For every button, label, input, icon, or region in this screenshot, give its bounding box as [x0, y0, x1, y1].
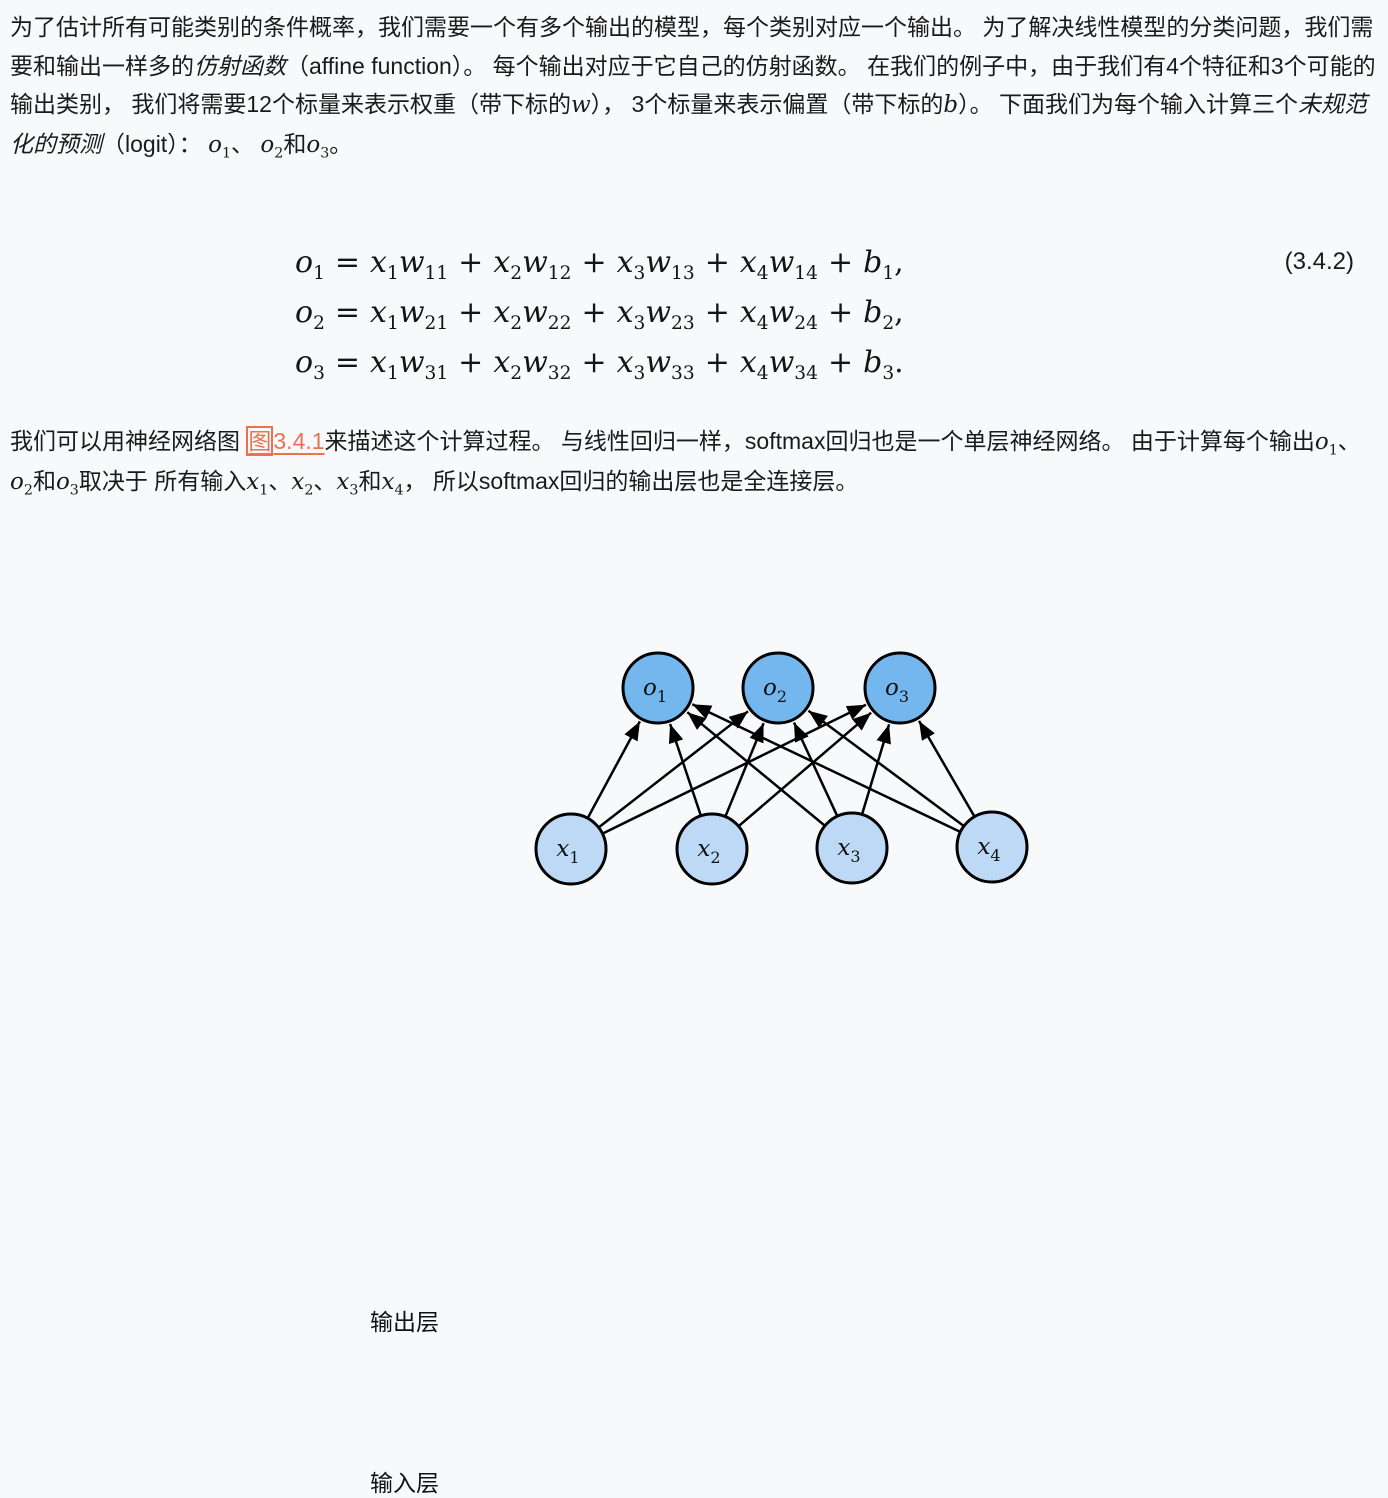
equation-block-3-4-2: o1=x1w11+x2w12+x3w13+x4w14+b1, o2=x1w21+… [10, 238, 1376, 388]
inline-math: x4 [381, 468, 404, 499]
equation-row-o3: o3=x1w31+x2w32+x3w33+x4w34+b3. [295, 345, 904, 384]
inline-math: o1 [1314, 429, 1338, 459]
equation-row-o1: o1=x1w11+x2w12+x3w13+x4w14+b1, [295, 245, 904, 284]
edge-x1-o2 [598, 710, 749, 828]
inline-math: x2 [291, 468, 314, 499]
paragraph-network-description: 我们可以用神经网络图 图3.4.1来描述这个计算过程。 与线性回归一样，soft… [10, 422, 1376, 501]
edge-x3-o1 [686, 711, 825, 827]
node-o3 [863, 651, 937, 725]
edge-x1-o1 [587, 720, 641, 818]
edge-x4-o3 [917, 720, 976, 817]
output-layer-label: 输出层 [370, 1309, 439, 1335]
math-operator: + [581, 295, 607, 330]
edge-x2-o3 [738, 711, 872, 827]
math-operator: + [827, 245, 854, 280]
inline-math: o2 [260, 131, 284, 162]
edge-x3-o2 [792, 721, 839, 816]
math-operator: + [458, 295, 484, 330]
math-operator: = [334, 345, 361, 380]
node-x1 [534, 812, 608, 886]
figure-link-3-4-1[interactable]: 图3.4.1 [248, 428, 325, 454]
edge-x4-o1 [691, 703, 961, 833]
inline-math: o2 [10, 468, 33, 499]
node-x2 [675, 812, 749, 886]
inline-math: o1 [208, 131, 232, 162]
node-o2 [741, 651, 815, 725]
inline-math: o3 [306, 131, 330, 162]
edge-x4-o2 [807, 709, 964, 827]
math-operator: + [704, 245, 730, 280]
node-o1 [621, 651, 695, 725]
node-x3 [815, 811, 889, 885]
inline-math: w [570, 92, 591, 118]
edge-x2-o2 [724, 722, 765, 817]
math-operator: = [334, 295, 361, 330]
math-operator: + [458, 345, 484, 380]
edge-x2-o1 [668, 723, 702, 816]
edge-x3-o3 [861, 724, 891, 814]
italic-term: 仿射函数 [194, 52, 286, 79]
math-operator: + [581, 345, 607, 380]
math-operator: + [581, 245, 607, 280]
node-x4 [955, 810, 1029, 884]
math-operator: + [458, 245, 484, 280]
connection-arrows [587, 703, 976, 835]
equation-number: (3.4.2) [1284, 248, 1354, 275]
math-operator: = [334, 245, 361, 280]
inline-math: o3 [55, 468, 79, 499]
math-operator: + [827, 345, 854, 380]
math-operator: + [704, 295, 730, 330]
paragraph-affine-intro: 为了估计所有可能类别的条件概率，我们需要一个有多个输出的模型，每个类别对应一个输… [10, 14, 1376, 162]
input-layer-label: 输入层 [370, 1470, 439, 1496]
math-operator: + [704, 345, 730, 380]
article-content: 为了估计所有可能类别的条件概率，我们需要一个有多个输出的模型，每个类别对应一个输… [0, 0, 1388, 501]
inline-math: x3 [336, 468, 359, 499]
equation-row-o2: o2=x1w21+x2w22+x3w23+x4w24+b2, [295, 295, 904, 334]
math-operator: + [827, 295, 854, 330]
italic-term: 未规范化的预测 [10, 91, 1367, 157]
inline-math: b [943, 92, 959, 118]
inline-math: x1 [246, 468, 269, 499]
equation-rows: o1=x1w11+x2w12+x3w13+x4w14+b1, o2=x1w21+… [295, 238, 1376, 388]
